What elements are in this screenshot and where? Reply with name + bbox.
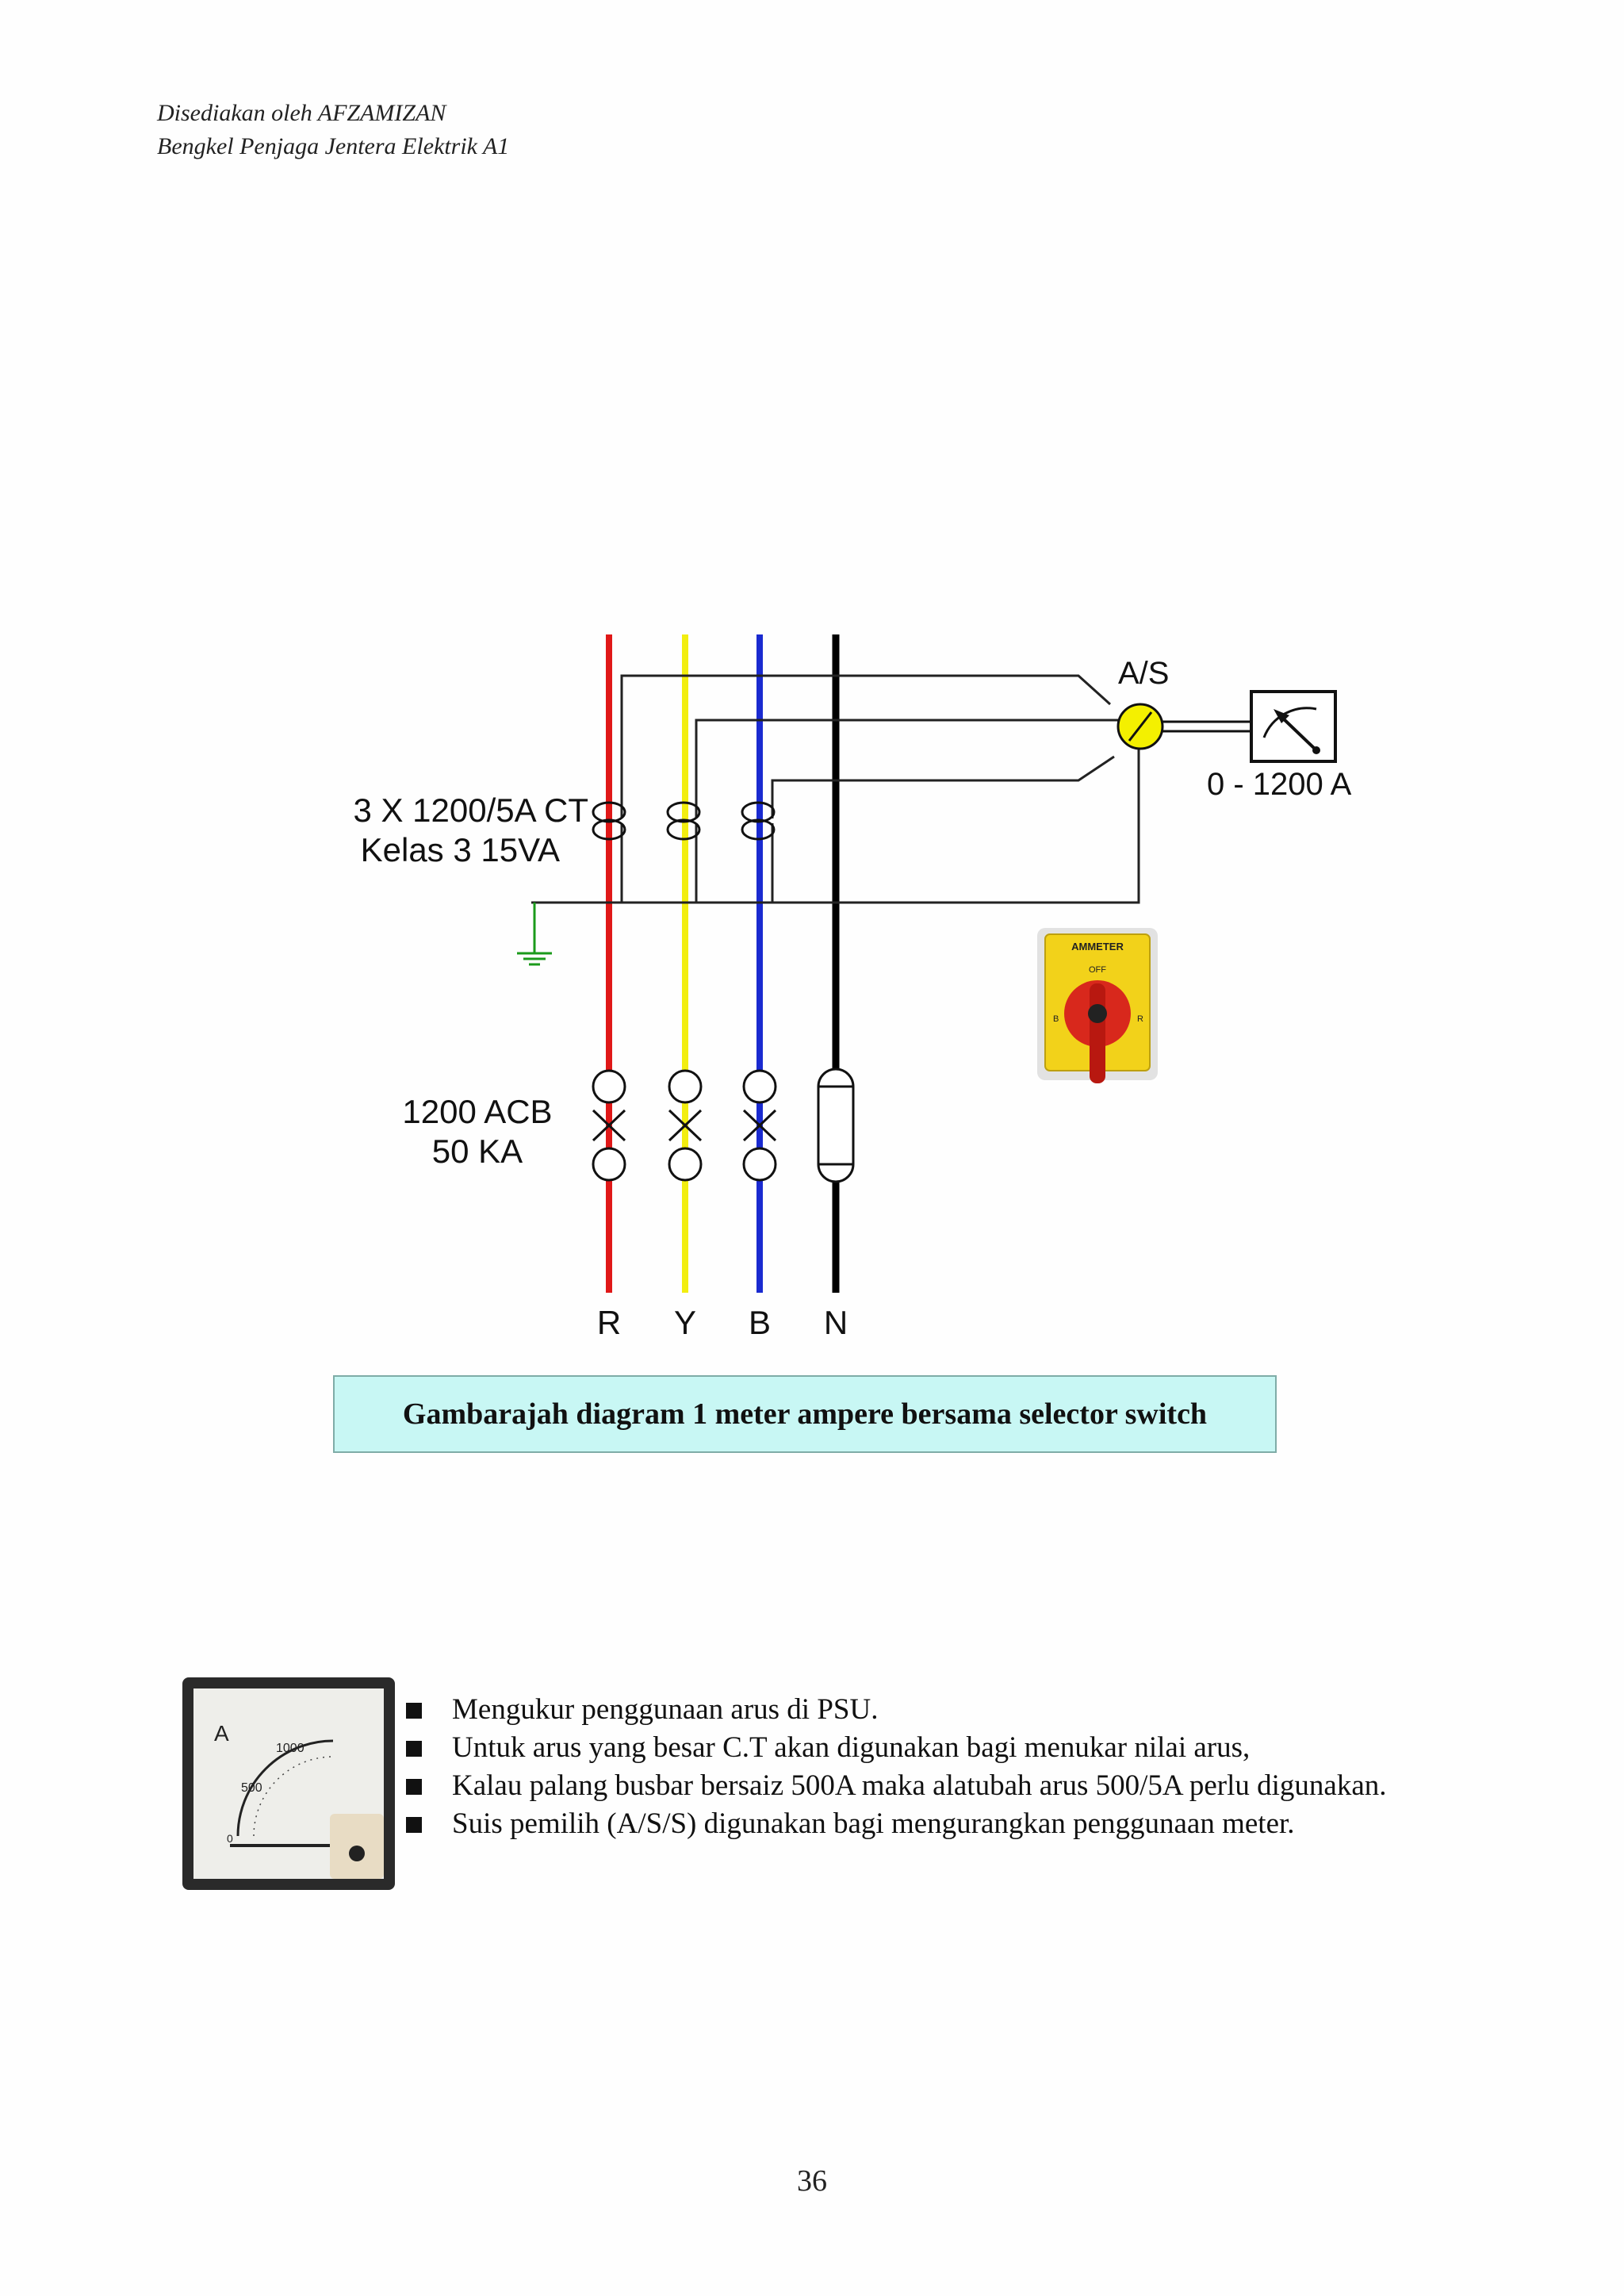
selector-b: B — [1053, 1014, 1059, 1024]
acb-breakers — [592, 1068, 855, 1183]
meter-scale-1000: 1000 — [276, 1742, 304, 1755]
bullet-square-icon — [406, 1779, 422, 1795]
phase-label-n: N — [824, 1304, 848, 1341]
ct-label-line2: Kelas 3 15VA — [361, 831, 560, 868]
bullet-text: Kalau palang busbar bersaiz 500A maka al… — [452, 1769, 1387, 1802]
bullet-square-icon — [406, 1741, 422, 1757]
bullet-item: Suis pemilih (A/S/S) digunakan bagi meng… — [403, 1805, 1387, 1843]
figure-caption: Gambarajah diagram 1 meter ampere bersam… — [402, 1397, 1208, 1431]
switch-label: A/S — [1118, 656, 1169, 691]
header-author: Disediakan oleh AFZAMIZAN — [157, 100, 446, 126]
acb-b — [742, 1069, 777, 1182]
single-line-diagram: A/S 0 - 1200 A 3 X 1200/5A CT Kelas 3 15… — [353, 634, 1352, 1341]
ct-y — [666, 801, 701, 841]
selector-switch-photo: AMMETER OFF B R — [1037, 928, 1158, 1083]
bullet-item: Untuk arus yang besar C.T akan digunakan… — [403, 1729, 1387, 1767]
header-workshop: Bengkel Penjaga Jentera Elektrik A1 — [157, 133, 510, 159]
meter-range-label: 0 - 1200 A — [1207, 767, 1352, 802]
acb-y — [668, 1069, 703, 1182]
current-transformers — [592, 801, 776, 841]
earth-symbol — [517, 903, 552, 966]
acb-r — [592, 1069, 626, 1182]
meter-scale-zero: 0 — [227, 1832, 233, 1845]
bullet-text: Untuk arus yang besar C.T akan digunakan… — [452, 1731, 1251, 1764]
bullet-square-icon — [406, 1817, 422, 1833]
bullet-text: Mengukur penggunaan arus di PSU. — [452, 1693, 879, 1726]
bullet-text: Suis pemilih (A/S/S) digunakan bagi meng… — [452, 1807, 1295, 1840]
selector-title: AMMETER — [1071, 941, 1124, 953]
ammeter-photo: A 1000 500 0 — [182, 1677, 395, 1890]
acb-label-line2: 50 KA — [432, 1133, 523, 1170]
selector-off: OFF — [1089, 965, 1106, 975]
phase-label-r: R — [597, 1304, 621, 1341]
meter-scale-500: 500 — [241, 1781, 262, 1795]
ct-wiring — [531, 674, 1140, 904]
ct-b — [741, 801, 776, 841]
ammeter-symbol — [1250, 690, 1337, 763]
bullet-list: Mengukur penggunaan arus di PSU. Untuk a… — [403, 1691, 1387, 1843]
phase-label-y: Y — [674, 1304, 696, 1341]
figure-caption-box: Gambarajah diagram 1 meter ampere bersam… — [333, 1375, 1277, 1453]
phase-label-b: B — [749, 1304, 771, 1341]
selector-r: R — [1137, 1014, 1143, 1024]
bullet-item: Mengukur penggunaan arus di PSU. — [403, 1691, 1387, 1729]
ct-r — [592, 801, 626, 841]
page-header: Disediakan oleh AFZAMIZAN Bengkel Penjag… — [157, 97, 509, 163]
selector-switch-symbol — [1116, 703, 1164, 750]
bullet-square-icon — [406, 1703, 422, 1719]
meter-unit-label: A — [214, 1721, 229, 1746]
page-number: 36 — [797, 2164, 827, 2198]
busbars — [606, 634, 840, 1293]
acb-label-line1: 1200 ACB — [402, 1093, 552, 1130]
meter-link — [1162, 720, 1251, 733]
neutral-link — [817, 1068, 855, 1183]
bullet-item: Kalau palang busbar bersaiz 500A maka al… — [403, 1767, 1387, 1805]
ct-label-line1: 3 X 1200/5A CT — [353, 792, 588, 829]
